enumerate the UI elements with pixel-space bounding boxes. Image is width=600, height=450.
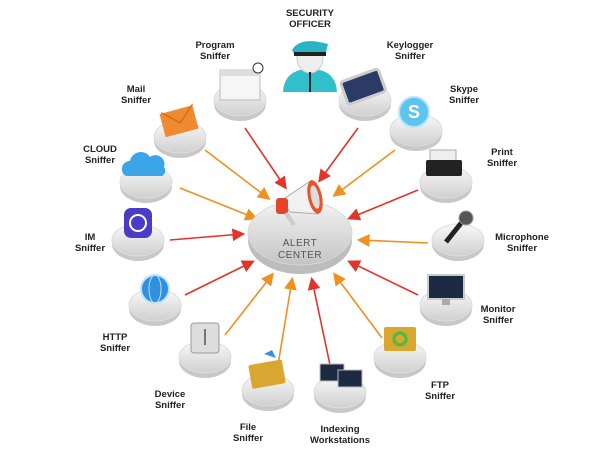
program-window-icon [219,62,264,101]
device-label-line1: Device [155,389,186,400]
arrow-program [244,127,287,190]
cloud-label-line1: CLOUD [83,144,117,155]
officer-label-line2: OFFICER [289,19,331,30]
indexing-label-line2: Workstations [310,435,370,446]
arrow-http [184,260,255,296]
center-label-line2: CENTER [278,250,322,261]
svg-text:S: S [408,102,420,122]
monitor-label-line1: Monitor [481,304,516,315]
security-officer-icon [283,41,337,92]
officer-label-line1: SECURITY [286,8,335,19]
keylogger-label-line1: Keylogger [387,40,434,51]
cloud-icon [121,152,166,176]
ftp-label-line2: Sniffer [425,391,455,402]
http-label-line1: HTTP [103,332,128,343]
mail-label-line2: Sniffer [121,95,151,106]
chat-phone-icon [124,208,152,238]
im-label-line2: Sniffer [75,243,105,254]
im-label-line1: IM [85,232,96,243]
mail-label-line1: Mail [127,84,145,95]
file-label-line2: Sniffer [233,433,263,444]
monitor-icon [427,274,465,305]
ftp-folder-icon [384,327,416,351]
indexing-label-line1: Indexing [320,424,359,435]
microphone-label-line1: Microphone [495,232,549,243]
arrow-print [347,189,419,221]
envelope-icon [159,103,199,138]
megaphone-icon [276,179,323,226]
skype-label-line1: Skype [450,84,478,95]
arrow-im [169,228,246,242]
device-label-line2: Sniffer [155,400,185,411]
skype-icon: S [398,96,430,128]
arrow-skype [332,149,396,197]
cloud-label-line2: Sniffer [85,155,115,166]
http-label-line2: Sniffer [100,343,130,354]
skype-label-line2: Sniffer [449,95,479,106]
program-label-line2: Sniffer [200,51,230,62]
printer-icon [426,149,462,176]
arrow-ftp [333,272,383,339]
keyboard-icon [339,67,387,106]
workstations-icon [319,363,363,388]
arrow-file [277,276,297,366]
center-label-line1: ALERT [283,238,318,249]
keylogger-label-line2: Sniffer [395,51,425,62]
monitor-label-line2: Sniffer [483,315,513,326]
arrows [169,127,429,366]
globe-icon [140,274,170,304]
arrow-microphone [356,234,429,247]
arrow-device [224,272,274,336]
arrow-monitor [347,260,419,296]
program-label-line1: Program [195,40,234,51]
microphone-icon [444,210,474,244]
usb-drive-icon [190,322,220,354]
arrow-mail [204,149,271,200]
file-label-line1: File [240,422,256,433]
nodes: ProgramSnifferKeyloggerSnifferMailSniffe… [75,40,549,446]
ftp-label-line1: FTP [431,380,450,391]
arrow-keylogger [318,127,359,183]
alert-center-node: ALERT CENTER [247,179,353,274]
microphone-label-line2: Sniffer [507,243,537,254]
arrow-indexing [307,276,331,366]
print-label-line1: Print [491,147,513,158]
file-folder-icon [248,350,286,389]
arrow-cloud [179,187,258,221]
print-label-line2: Sniffer [487,158,517,169]
security-officer-node: SECURITY OFFICER [283,8,337,92]
